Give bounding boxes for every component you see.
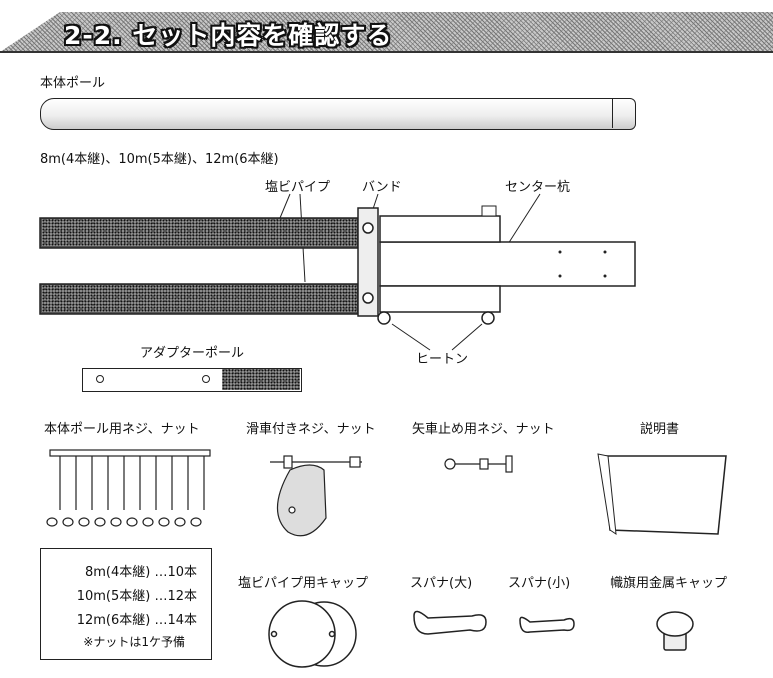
manual-illustration — [597, 453, 727, 536]
section-banner — [0, 12, 773, 52]
adapter-pole-stipple — [222, 369, 300, 390]
main-pole-bolts-label: 本体ポール用ネジ、ナット — [44, 422, 200, 437]
wrench-large-illustration — [413, 610, 487, 635]
arrow-stop-bolts-illustration — [444, 455, 513, 473]
wrench-small-illustration — [519, 616, 575, 633]
page-title: 2-2. セット内容を確認する — [64, 21, 393, 50]
adapter-pole-label: アダプターポール — [140, 346, 245, 361]
pvc-caps-illustration — [268, 600, 357, 668]
center-stake-label: センター杭 — [505, 180, 571, 195]
main-pole-label: 本体ポール — [40, 76, 106, 91]
manual-label: 説明書 — [640, 422, 680, 437]
banner-underline — [0, 51, 773, 53]
band-label: バンド — [362, 180, 402, 195]
pvc-pipe-upper-fill — [42, 219, 357, 246]
pvc-pipe-lower-fill — [42, 285, 357, 312]
arrow-stop-bolts-label: 矢車止め用ネジ、ナット — [412, 422, 555, 437]
wrench-large-label: スパナ(大) — [410, 576, 473, 591]
main-pole-illustration — [40, 98, 636, 130]
assembly-diagram — [39, 193, 636, 351]
count-row-8m: 8m(4本継) …10本 — [84, 565, 197, 580]
heaton-label: ヒートン — [416, 352, 469, 367]
pvc-caps-label: 塩ビパイプ用キャップ — [238, 576, 369, 591]
bolts-nuts-illustration — [46, 449, 211, 527]
count-row-10m: 10m(5本継) …12本 — [76, 589, 197, 604]
main-pole-sizes: 8m(4本継)、10m(5本継)、12m(6本継) — [40, 152, 279, 167]
adapter-hole-1 — [96, 375, 104, 383]
main-pole-joint — [612, 98, 635, 128]
flag-cap-illustration — [656, 611, 694, 651]
pvc-pipe-label: 塩ビパイプ — [265, 180, 331, 195]
wrench-small-label: スパナ(小) — [508, 576, 571, 591]
flag-cap-label: 幟旗用金属キャップ — [610, 576, 728, 591]
bolt-count-box: 8m(4本継) …10本 10m(5本継) …12本 12m(6本継) …14本… — [40, 548, 212, 660]
pulley-bolts-label: 滑車付きネジ、ナット — [246, 422, 376, 437]
count-note: ※ナットは1ケ予備 — [83, 635, 185, 649]
pulley-illustration — [270, 455, 362, 537]
adapter-hole-2 — [202, 375, 210, 383]
count-row-12m: 12m(6本継) …14本 — [76, 613, 197, 628]
